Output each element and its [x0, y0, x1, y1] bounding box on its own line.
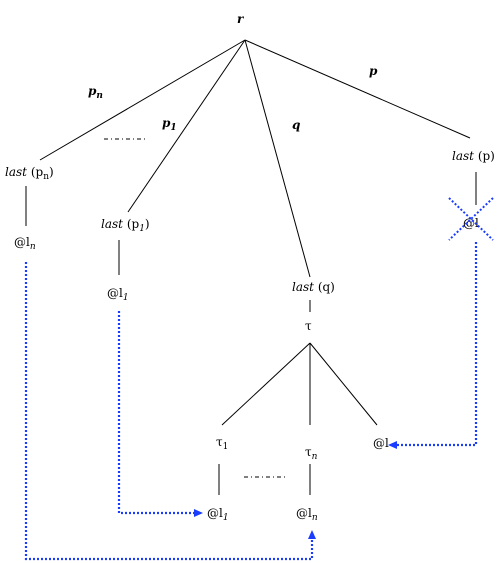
edge-root-p [244, 39, 471, 139]
last-p-label: last (p) [452, 149, 495, 163]
link-l1-to-bottom-l1 [117, 311, 195, 515]
at-crossed-label: @l [463, 216, 479, 230]
edge-tau-at [309, 342, 378, 426]
edge-tau-t1 [221, 342, 311, 426]
edge-root-q [244, 39, 311, 278]
link-crossed-to-right-l [397, 242, 478, 447]
edge-root-p1 [127, 39, 246, 213]
last-p1-label: last (p1) [101, 217, 150, 234]
arrowhead-bottom-ln [308, 530, 316, 539]
root-label: r [237, 12, 245, 26]
at-l1-label: @l1 [107, 286, 129, 303]
last-pn-label: last (pn) [5, 165, 54, 182]
edge-label-p1: p1 [162, 116, 177, 133]
arrowhead-bottom-l1 [194, 509, 203, 517]
link-ln-to-bottom-ln [24, 262, 314, 561]
at-right-label: @l [373, 436, 389, 450]
tau-n-label: τn [305, 445, 318, 462]
edge-label-pn: pn [88, 84, 103, 101]
last-q-label: last (q) [292, 280, 335, 294]
arrowhead-right-l [388, 441, 397, 449]
tau-1-label: τ1 [216, 435, 228, 452]
at-bottom-ln-label: @ln [296, 506, 318, 523]
at-bottom-l1-label: @l1 [207, 506, 229, 523]
edge-label-p: p [369, 64, 378, 78]
edge-label-q: q [292, 118, 300, 132]
at-ln-label: @ln [14, 235, 36, 252]
edge-root-pn [39, 39, 246, 161]
tau-root-label: τ [305, 319, 312, 333]
